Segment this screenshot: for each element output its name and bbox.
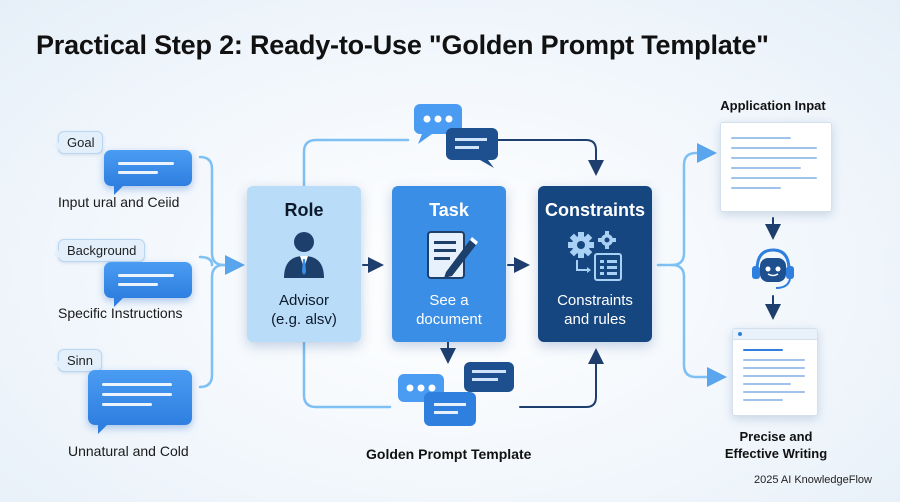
chat-bubbles-icon	[414, 104, 498, 168]
input-label-3: Unnatural and Cold	[68, 443, 189, 459]
document-pen-icon	[427, 231, 478, 279]
constraints-box: Constraints Constraints and rules	[538, 186, 652, 342]
chatbot-headset-icon	[752, 248, 794, 289]
chat-bubbles-icon	[398, 362, 514, 426]
constraints-desc: Constraints and rules	[557, 292, 633, 328]
advisor-person-icon	[284, 232, 324, 278]
chat-bubble-icon	[88, 370, 192, 434]
constraints-title: Constraints	[544, 200, 645, 220]
chat-bubble-icon	[104, 262, 192, 307]
role-box: Role Advisor (e.g. alsv)	[247, 186, 361, 342]
application-label: Application Inpat	[720, 98, 826, 113]
input-label-2: Specific Instructions	[58, 305, 183, 321]
result-document-icon	[732, 328, 818, 416]
task-box: Task See a document	[392, 186, 506, 342]
task-title: Task	[429, 200, 469, 220]
input-tag-sinn: Sinn	[52, 349, 103, 372]
application-document-icon	[720, 122, 832, 212]
golden-template-label: Golden Prompt Template	[366, 446, 532, 462]
footer-credit: 2025 AI KnowledgeFlow	[753, 474, 872, 486]
input-label-1: Input ural and Ceiid	[58, 194, 180, 210]
chat-bubble-icon	[104, 150, 192, 195]
role-title: Role	[284, 200, 324, 220]
input-tag-background: Background	[52, 239, 146, 262]
task-desc: See a document	[416, 292, 482, 328]
result-label: Precise and Effective Writing	[724, 429, 828, 461]
input-tag-goal: Goal	[52, 131, 104, 154]
page-title: Practical Step 2: Ready-to-Use "Golden P…	[36, 30, 769, 60]
gears-checklist-icon	[568, 231, 622, 281]
role-desc: Advisor (e.g. alsv)	[271, 292, 337, 328]
